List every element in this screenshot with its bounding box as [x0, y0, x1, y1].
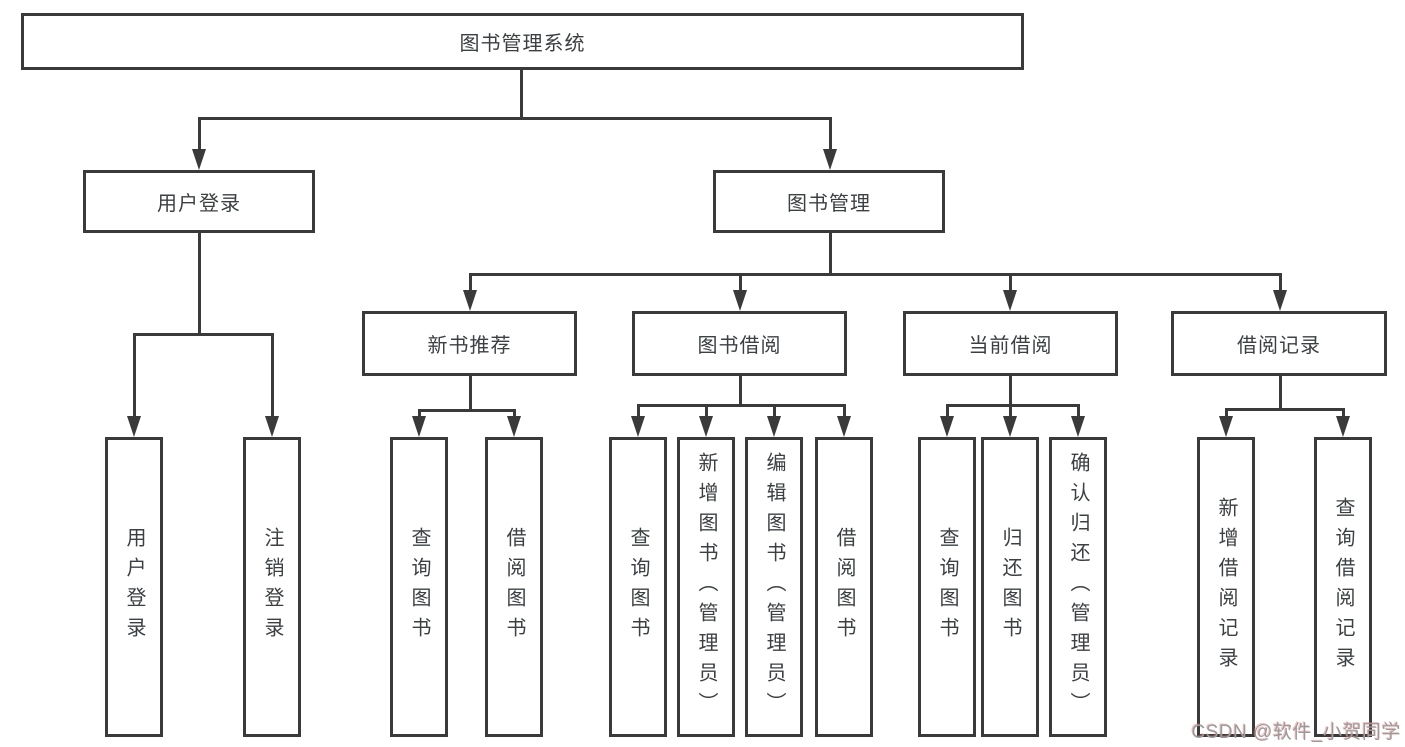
arrowhead-leaf-logout	[265, 416, 279, 437]
arrowhead-current-borrow	[1003, 290, 1017, 311]
connector-bb-branch	[636, 404, 846, 407]
arrowhead-borrow-records	[1273, 290, 1287, 311]
connector-drop-bb-query	[636, 404, 640, 417]
leaf-logout: 注销登录	[243, 437, 301, 737]
arrowhead-cb-query	[940, 416, 954, 437]
connector-drop-leaf-login	[132, 333, 136, 417]
connector-book-mgmt-branch	[468, 273, 1282, 276]
connector-drop-br-query	[1341, 408, 1345, 417]
leaf-bb-add-books-admin: 新增图书（管理员）	[677, 437, 735, 737]
arrowhead-bb-edit	[767, 416, 781, 437]
connector-user-login-stem	[197, 233, 201, 333]
arrowhead-cb-confirm	[1071, 416, 1085, 437]
arrowhead-leaf-login	[127, 416, 141, 437]
connector-drop-current-borrow	[1008, 273, 1012, 291]
arrowhead-book-borrow	[733, 290, 747, 311]
leaf-user-login: 用户登录	[105, 437, 163, 737]
node-user-login: 用户登录	[83, 170, 315, 233]
connector-drop-nb-query	[417, 409, 421, 417]
connector-drop-bb-add	[704, 404, 708, 417]
connector-drop-book-borrow	[738, 273, 742, 291]
leaf-bb-query-books: 查询图书	[609, 437, 667, 737]
arrowhead-nb-borrow	[507, 416, 521, 437]
arrowhead-br-add	[1219, 416, 1233, 437]
connector-br-stem	[1278, 376, 1282, 408]
connector-drop-cb-return	[1008, 404, 1012, 417]
arrowhead-new-book	[463, 290, 477, 311]
connector-drop-bb-borrow	[842, 404, 846, 417]
connector-drop-cb-query	[945, 404, 949, 417]
arrowhead-bb-query	[631, 416, 645, 437]
leaf-nb-query-books: 查询图书	[390, 437, 448, 737]
node-book-management: 图书管理	[713, 170, 945, 233]
arrowhead-book-management	[823, 149, 837, 170]
arrowhead-bb-add	[699, 416, 713, 437]
node-new-book-recommend: 新书推荐	[362, 311, 577, 376]
connector-root-branch	[197, 117, 832, 120]
connector-drop-br-add	[1224, 408, 1228, 417]
arrowhead-user-login	[192, 149, 206, 170]
leaf-cb-return-books: 归还图书	[981, 437, 1039, 737]
node-current-borrowing: 当前借阅	[903, 311, 1118, 376]
connector-br-branch	[1224, 408, 1345, 411]
connector-cb-branch	[945, 404, 1080, 407]
node-borrowing-records: 借阅记录	[1171, 311, 1387, 376]
connector-nb-stem	[468, 376, 472, 409]
connector-cb-stem	[1008, 376, 1012, 404]
node-root-library-system: 图书管理系统	[21, 13, 1024, 70]
leaf-cb-confirm-return-admin: 确认归还（管理员）	[1049, 437, 1107, 737]
arrowhead-bb-borrow	[837, 416, 851, 437]
connector-bb-stem	[738, 376, 742, 404]
csdn-watermark: CSDN @软件_小贺同学	[1191, 722, 1401, 743]
connector-drop-bb-edit	[772, 404, 776, 417]
connector-book-mgmt-stem	[828, 233, 832, 273]
connector-drop-cb-confirm	[1076, 404, 1080, 417]
connector-drop-user-login	[197, 117, 201, 150]
leaf-nb-borrow-books: 借阅图书	[485, 437, 543, 737]
arrowhead-nb-query	[412, 416, 426, 437]
arrowhead-br-query	[1336, 416, 1350, 437]
connector-nb-branch	[417, 409, 516, 412]
leaf-cb-query-books: 查询图书	[918, 437, 976, 737]
leaf-br-query-record: 查询借阅记录	[1314, 437, 1372, 737]
connector-drop-new-book	[468, 273, 472, 291]
connector-drop-nb-borrow	[512, 409, 516, 417]
connector-drop-book-management	[828, 117, 832, 150]
leaf-bb-borrow-books: 借阅图书	[815, 437, 873, 737]
leaf-bb-edit-books-admin: 编辑图书（管理员）	[745, 437, 803, 737]
connector-user-login-branch	[132, 333, 274, 336]
leaf-br-add-record: 新增借阅记录	[1197, 437, 1255, 737]
arrowhead-cb-return	[1003, 416, 1017, 437]
connector-drop-leaf-logout	[270, 333, 274, 417]
connector-root-stem	[519, 70, 523, 117]
connector-drop-borrow-records	[1278, 273, 1282, 291]
node-book-borrowing: 图书借阅	[632, 311, 847, 376]
